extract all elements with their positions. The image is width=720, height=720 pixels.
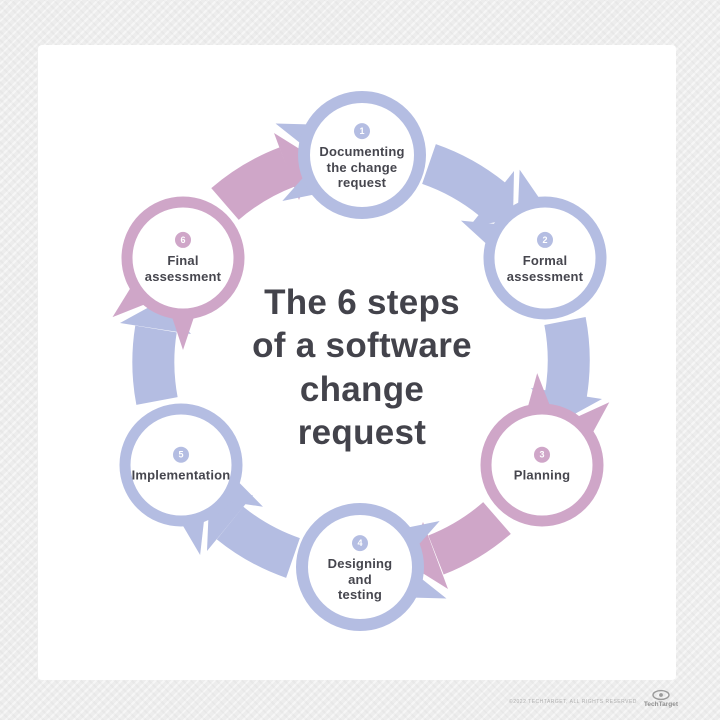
- node-step3: 3 Planning: [480, 446, 604, 484]
- step6-label: Final assessment: [144, 252, 222, 284]
- node-step6: 6 Final assessment: [121, 231, 245, 284]
- step3-number-badge: 3: [534, 446, 550, 463]
- ring-step1: [298, 91, 426, 219]
- ring-step6: [121, 196, 245, 320]
- arrowhead-step2-to-step3: [531, 388, 602, 422]
- step6-number-badge: 6: [175, 231, 191, 248]
- step1-label: Documenting the change request: [319, 144, 405, 191]
- step3-label: Planning: [513, 467, 571, 483]
- footer: ©2022 TECHTARGET, ALL RIGHTS RESERVED Te…: [509, 689, 678, 709]
- node-step4: 4 Designing and testing: [298, 535, 422, 603]
- step2-number-badge: 2: [537, 231, 553, 248]
- step4-label: Designing and testing: [327, 556, 393, 603]
- step5-number-badge: 5: [173, 446, 189, 463]
- arrowhead-step5-to-step6: [120, 300, 191, 334]
- ring-step2: [483, 196, 607, 320]
- copyright-text: ©2022 TECHTARGET, ALL RIGHTS RESERVED: [509, 699, 637, 705]
- node-step5: 5 Implementation: [119, 446, 243, 484]
- arrow-step2-to-step3: [544, 317, 590, 398]
- brand-name: TechTarget: [643, 700, 678, 708]
- node-step1: 1 Documenting the change request: [300, 123, 424, 191]
- node-step2: 2 Formal assessment: [483, 231, 607, 284]
- step4-number-badge: 4: [352, 535, 368, 552]
- arrowhead-step1-to-step2: [469, 171, 514, 227]
- step2-label: Formal assessment: [506, 252, 584, 284]
- techtarget-logo: TechTarget: [644, 689, 678, 709]
- diagram-title: The 6 steps of a software change request: [252, 283, 472, 453]
- arrow-step3-to-step4: [427, 501, 511, 575]
- ring-step5: [119, 403, 243, 527]
- step1-number-badge: 1: [354, 123, 370, 140]
- arrow-step5-to-step6: [132, 325, 178, 405]
- ring-step4: [296, 503, 424, 631]
- arrow-step1-to-step2: [421, 144, 506, 216]
- arrow-step4-to-step5: [216, 506, 301, 578]
- step5-label: Implementation: [131, 467, 231, 483]
- arrow-step6-to-step1: [211, 147, 295, 221]
- target-icon: [652, 689, 670, 700]
- ring-step3: [480, 403, 604, 527]
